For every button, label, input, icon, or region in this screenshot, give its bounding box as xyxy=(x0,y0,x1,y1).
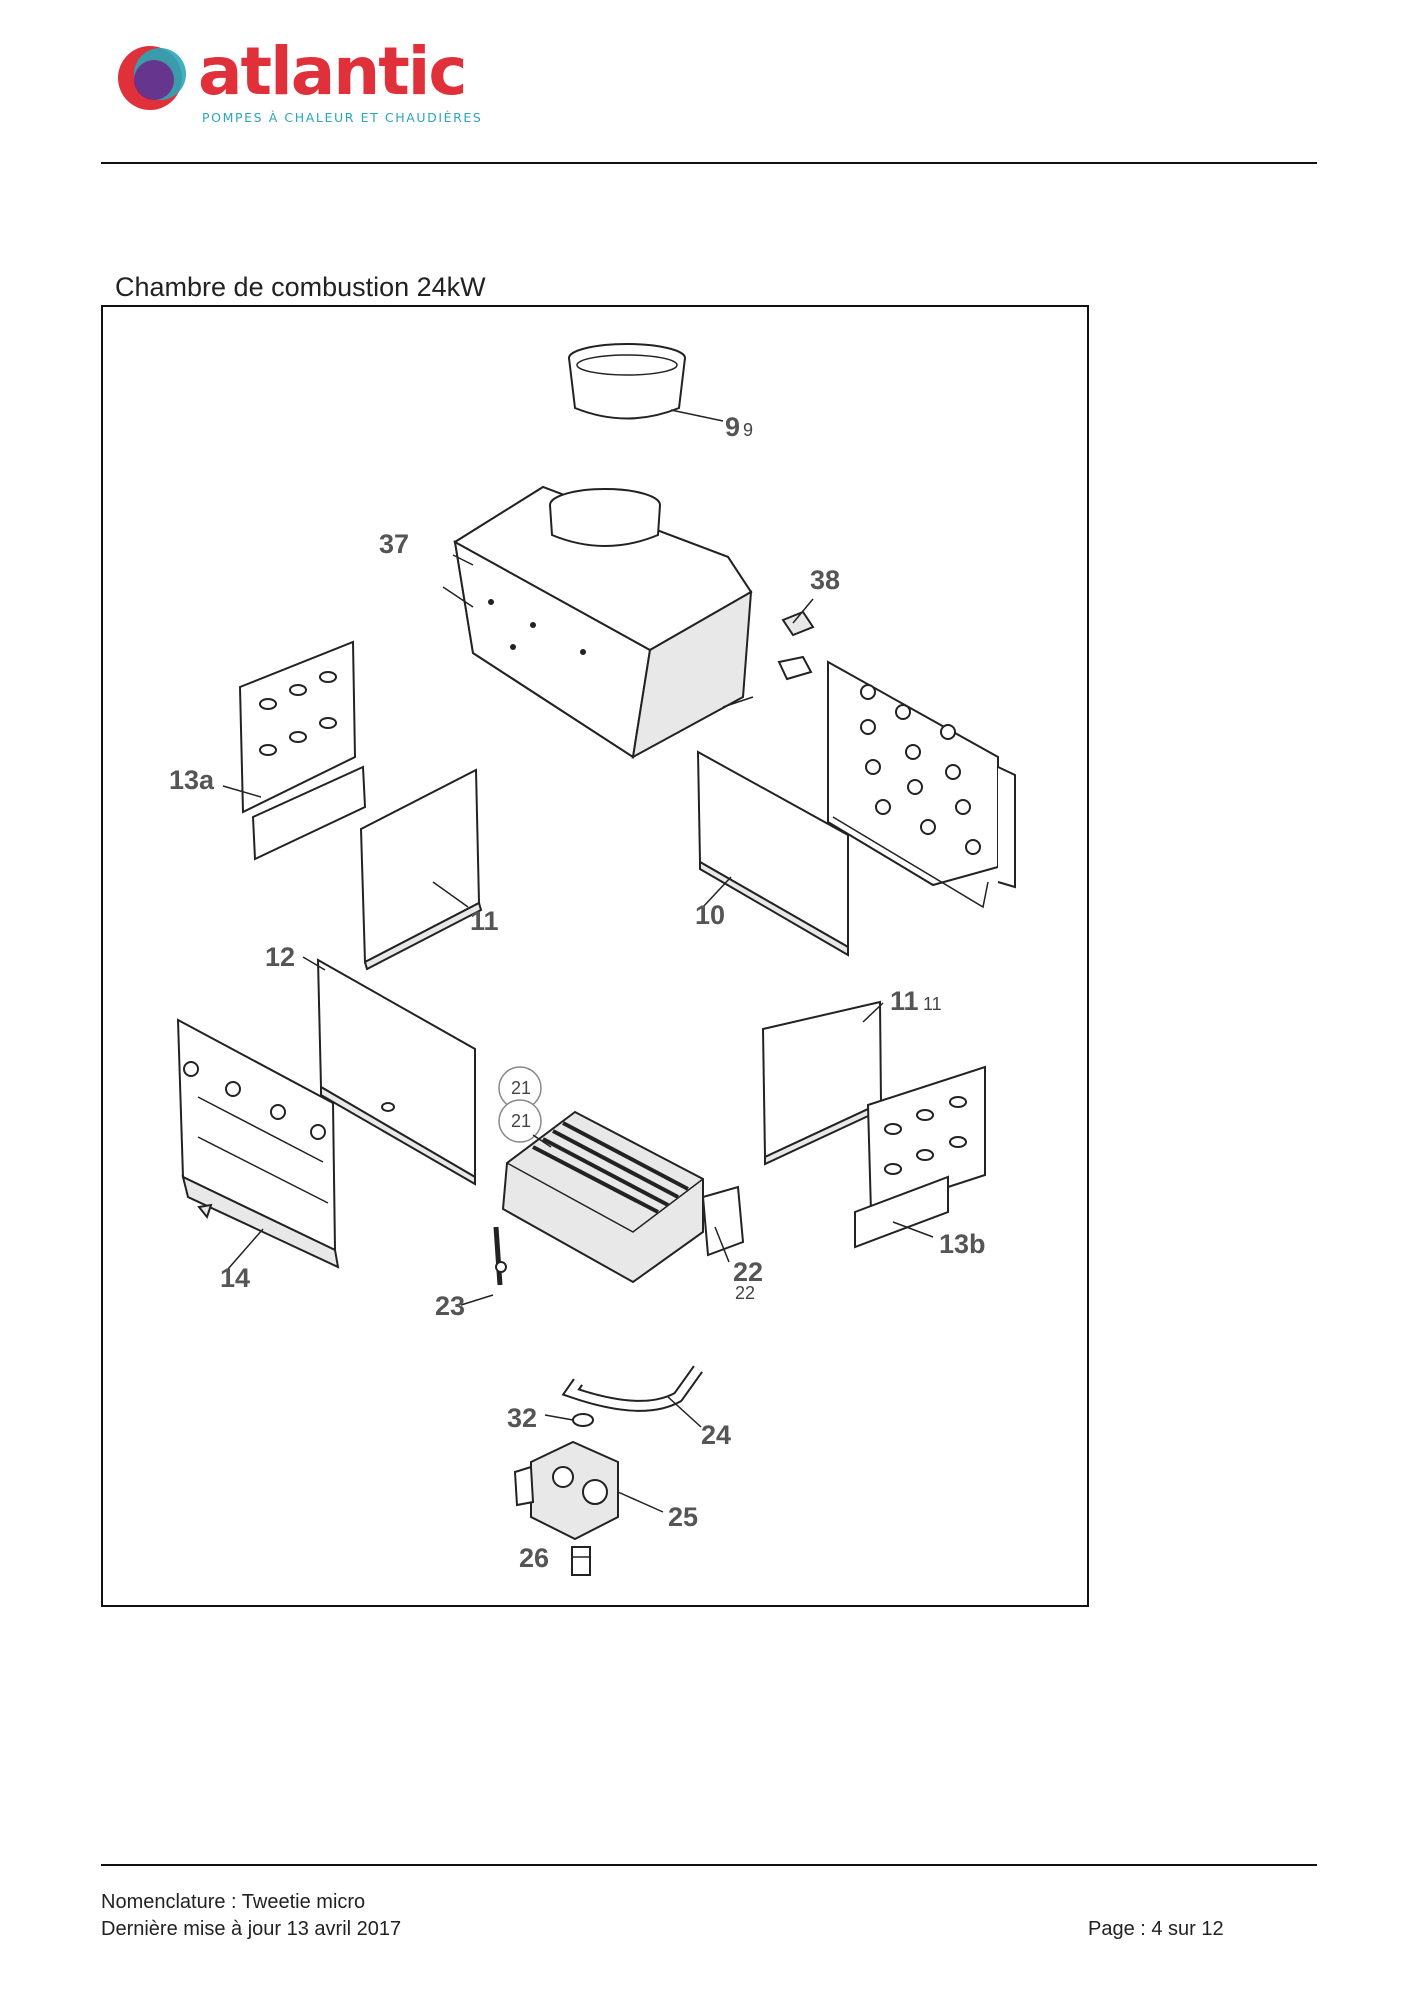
part-fitting xyxy=(571,1546,591,1576)
header-rule xyxy=(101,162,1317,164)
atlantic-logo: atlantic POMPES À CHALEUR ET CHAUDIÈRES xyxy=(112,34,492,128)
part-back-plate xyxy=(827,660,1016,909)
label-24: 24 xyxy=(701,1420,731,1450)
label-25: 25 xyxy=(668,1502,698,1532)
logo-mark-icon xyxy=(118,46,186,110)
leader-11-right xyxy=(862,1002,884,1023)
label-37: 37 xyxy=(379,529,409,559)
label-12: 12 xyxy=(265,942,295,972)
label-9-small: 9 xyxy=(743,420,753,440)
part-electrode xyxy=(493,1226,507,1286)
label-21b: 21 xyxy=(511,1111,531,1131)
leader-14 xyxy=(227,1228,264,1270)
label-22: 22 xyxy=(733,1257,763,1287)
label-11-right-small: 11 xyxy=(923,994,942,1014)
part-insulation-10 xyxy=(696,750,849,957)
leader-22 xyxy=(714,1226,730,1263)
part-burner xyxy=(501,1110,745,1284)
leader-13a xyxy=(222,785,262,798)
logo-tagline: POMPES À CHALEUR ET CHAUDIÈRES xyxy=(202,110,483,125)
part-right-plate-13b xyxy=(854,1065,986,1249)
label-23: 23 xyxy=(435,1291,465,1321)
leader-13b xyxy=(892,1221,934,1238)
part-gas-pipe xyxy=(561,1365,703,1412)
leader-10 xyxy=(702,876,732,908)
label-13b: 13b xyxy=(939,1229,986,1259)
leader-38 xyxy=(792,598,814,624)
label-38: 38 xyxy=(810,565,840,595)
leader-37 xyxy=(452,554,474,566)
label-26: 26 xyxy=(519,1543,549,1573)
label-14: 14 xyxy=(220,1263,250,1293)
label-9: 9 xyxy=(725,412,740,442)
logo-word: atlantic xyxy=(198,33,468,110)
label-10: 10 xyxy=(695,900,725,930)
part-gas-valve xyxy=(513,1440,619,1541)
leader-12 xyxy=(302,956,326,971)
exploded-view-diagram: 9 9 37 38 13a 11 10 12 11 11 21 21 14 13… xyxy=(169,343,1016,1576)
part-insulation-11-right xyxy=(761,1000,883,1166)
callout-21b xyxy=(498,1099,542,1143)
footer-rule xyxy=(101,1864,1317,1866)
part-front-plate-14 xyxy=(176,1018,340,1269)
part-insulation-12 xyxy=(316,958,476,1186)
label-13a: 13a xyxy=(169,765,215,795)
footer-nomenclature: Nomenclature : Tweetie micro xyxy=(101,1891,366,1913)
leader-24 xyxy=(667,1396,702,1428)
label-11-upper: 11 xyxy=(470,906,499,936)
diagram-frame xyxy=(101,305,1089,1607)
label-11-right: 11 xyxy=(890,986,919,1016)
leader-23 xyxy=(460,1294,494,1306)
label-22-small: 22 xyxy=(735,1283,755,1303)
label-21a: 21 xyxy=(511,1078,531,1098)
part-flue-ring xyxy=(568,343,686,420)
part-insulation-11-upper xyxy=(359,768,483,971)
label-32: 32 xyxy=(507,1403,537,1433)
part-seal xyxy=(572,1413,594,1427)
part-combustion-hood xyxy=(442,485,754,759)
part-left-plate-13a xyxy=(238,640,367,861)
leader-9 xyxy=(670,409,724,422)
leader-25 xyxy=(617,1491,664,1513)
leader-21 xyxy=(532,1134,552,1148)
footer-page-number: Page : 4 sur 12 xyxy=(1088,1918,1224,1940)
footer-last-update: Dernière mise à jour 13 avril 2017 xyxy=(101,1918,402,1940)
part-bracket xyxy=(777,610,815,681)
leader-11-upper xyxy=(432,881,469,908)
diagram-title: Chambre de combustion 24kW xyxy=(115,272,486,302)
leader-32 xyxy=(544,1414,574,1421)
